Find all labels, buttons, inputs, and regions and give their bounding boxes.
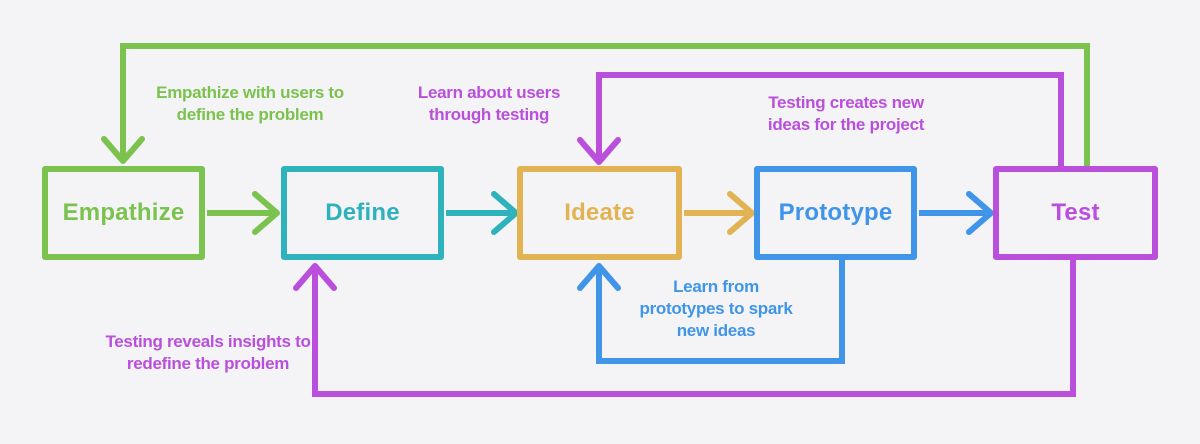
arrow-empathize-to-define-head-icon (252, 191, 280, 235)
note-empathize-loop: Empathize with users to define the probl… (130, 82, 370, 126)
note-line: new ideas (676, 321, 756, 340)
note-line: define the problem (176, 105, 324, 124)
note-line: prototypes to spark (639, 299, 793, 318)
stage-label-ideate: Ideate (564, 199, 635, 226)
stage-box-define: Define (281, 166, 444, 260)
note-line: redefine the problem (126, 354, 290, 373)
stage-box-ideate: Ideate (517, 166, 682, 260)
note-line: Learn from (673, 277, 759, 296)
note-line: Learn about users (417, 83, 561, 102)
arrow-prototype-to-test-head-icon (966, 191, 994, 235)
stage-label-define: Define (325, 199, 400, 226)
stage-label-prototype: Prototype (778, 199, 893, 226)
stage-box-test: Test (993, 166, 1158, 260)
note-line: Testing creates new (768, 93, 924, 112)
arrowhead-up-into-define-icon (293, 263, 337, 291)
arrow-ideate-to-prototype-head-icon (727, 191, 755, 235)
stage-label-test: Test (1051, 199, 1100, 226)
note-line: Testing reveals insights to (105, 332, 311, 351)
note-learn-about-users: Learn about users through testing (379, 82, 599, 126)
note-testing-reveals-insights: Testing reveals insights to redefine the… (83, 331, 333, 375)
loop-test-to-empathize-line (120, 43, 1090, 166)
stage-label-empathize: Empathize (62, 199, 185, 226)
arrow-define-to-ideate-head-icon (491, 191, 519, 235)
note-line: Empathize with users to (156, 83, 344, 102)
loop-test-to-define-line (312, 260, 1076, 397)
note-testing-creates-ideas: Testing creates new ideas for the projec… (731, 92, 961, 136)
loop-prototype-to-ideate-line (596, 260, 845, 364)
stage-box-empathize: Empathize (42, 166, 205, 260)
loop-test-to-ideate-line (596, 72, 1064, 166)
arrowhead-up-into-ideate-icon (577, 263, 621, 291)
arrowhead-down-into-ideate-icon (577, 137, 621, 165)
arrowhead-down-into-empathize-icon (101, 136, 145, 164)
note-line: through testing (428, 105, 550, 124)
note-prototype-loop: Learn from prototypes to spark new ideas (601, 276, 831, 342)
stage-box-prototype: Prototype (754, 166, 917, 260)
note-line: ideas for the project (767, 115, 925, 134)
